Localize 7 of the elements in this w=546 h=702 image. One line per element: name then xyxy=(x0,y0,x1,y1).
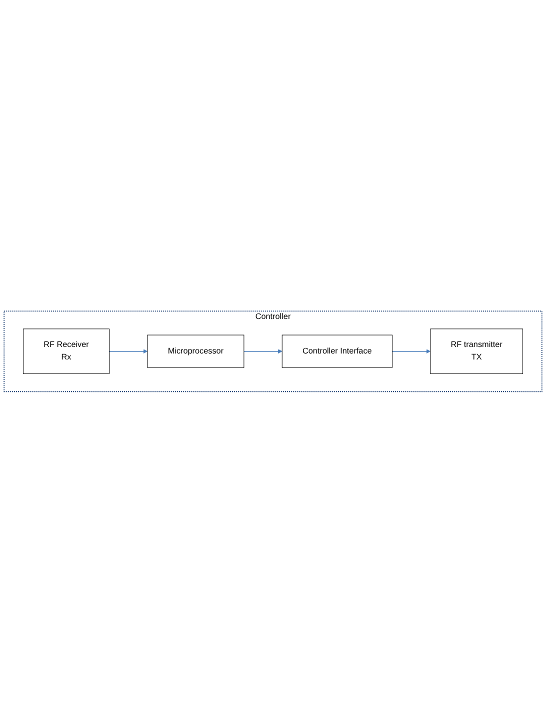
node-box: RF Receiver Rx xyxy=(22,328,110,374)
node-box: RF transmitter TX xyxy=(430,328,524,374)
node-box: Controller Interface xyxy=(282,334,392,368)
arrow xyxy=(108,348,148,354)
arrow xyxy=(244,348,282,354)
node-box: Microprocessor xyxy=(147,334,244,368)
arrow xyxy=(392,348,431,354)
